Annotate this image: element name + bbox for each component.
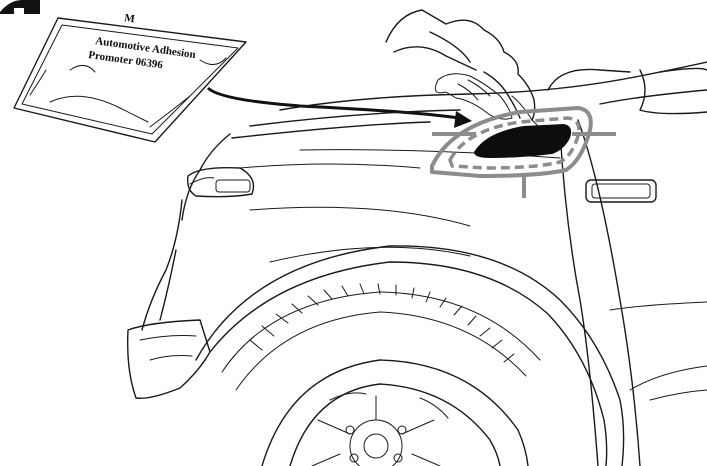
promoter-packet: M Automotive Adhesion Promoter 06396 [14, 12, 246, 142]
vehicle-body [128, 62, 707, 466]
tire-tread-lugs [250, 284, 514, 362]
packet-brand-mark: M [124, 12, 137, 25]
front-wheel [222, 284, 540, 466]
hand-with-wipe [386, 10, 540, 128]
arrow-icon [208, 88, 472, 128]
corner-tab-icon [0, 0, 40, 14]
